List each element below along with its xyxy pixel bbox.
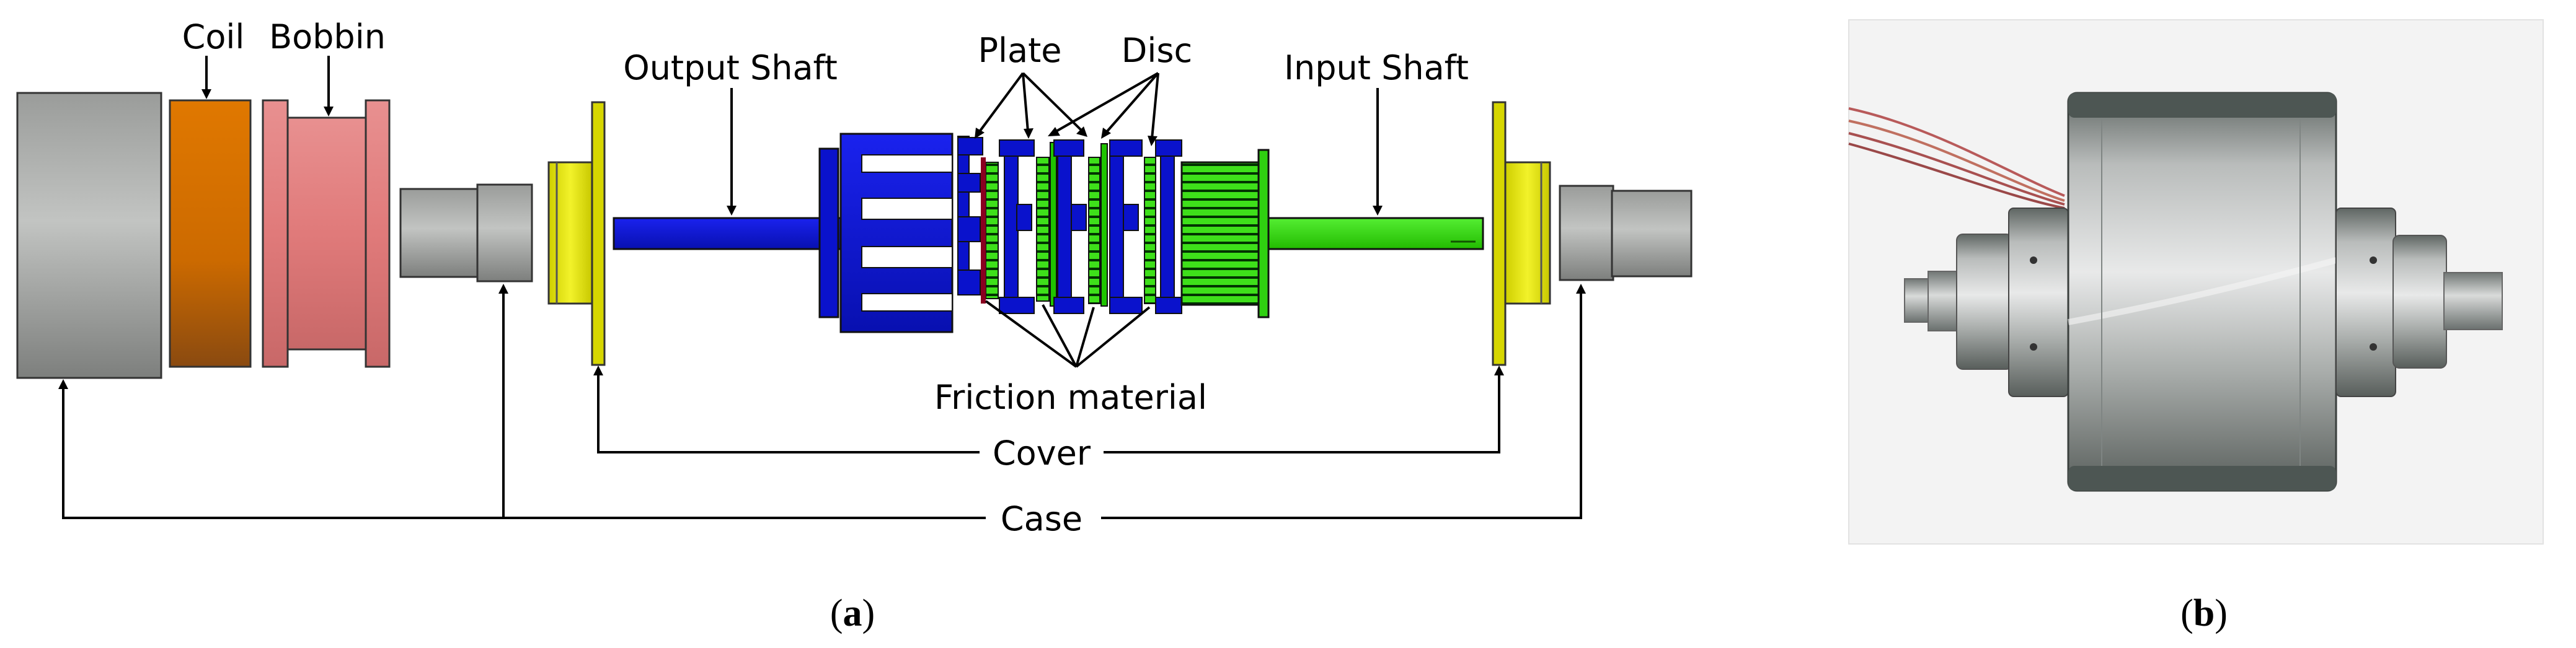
case-inner-part [399,183,533,282]
coil-part [169,99,252,368]
caption-b: (b) [2180,592,2228,634]
output-hub-part [818,133,954,333]
right-flange [2335,208,2396,397]
case-left-cylinder [16,92,162,379]
label-bobbin: Bobbin [269,17,386,56]
label-cover: Cover [993,434,1091,473]
left-flange [2008,208,2069,397]
panel-a-diagram: Coil Bobbin Output Shaft Plate Disc Inpu… [16,17,1693,634]
label-disc: Disc [1122,31,1192,70]
bobbin-part [262,99,391,368]
leader-lines [58,56,1586,519]
label-output-shaft: Output Shaft [623,48,838,87]
input-hub-part [1180,149,1270,318]
caption-a: (a) [830,592,875,634]
wires [1848,107,2065,209]
left-shaft [1904,234,2013,370]
label-case: Case [1001,499,1082,538]
label-input-shaft: Input Shaft [1284,48,1469,87]
output-shaft-part [613,217,844,250]
cover-left-part [547,101,606,366]
cover-right-part [1492,101,1551,366]
label-friction-material: Friction material [934,378,1207,417]
label-coil: Coil [182,17,245,56]
clutch-pack [957,136,1182,314]
right-shaft [2392,235,2503,369]
input-shaft-part [1267,217,1484,250]
case-right-part [1559,185,1693,281]
label-plate: Plate [978,31,1061,70]
panel-b-photo: (b) [1848,19,2544,634]
